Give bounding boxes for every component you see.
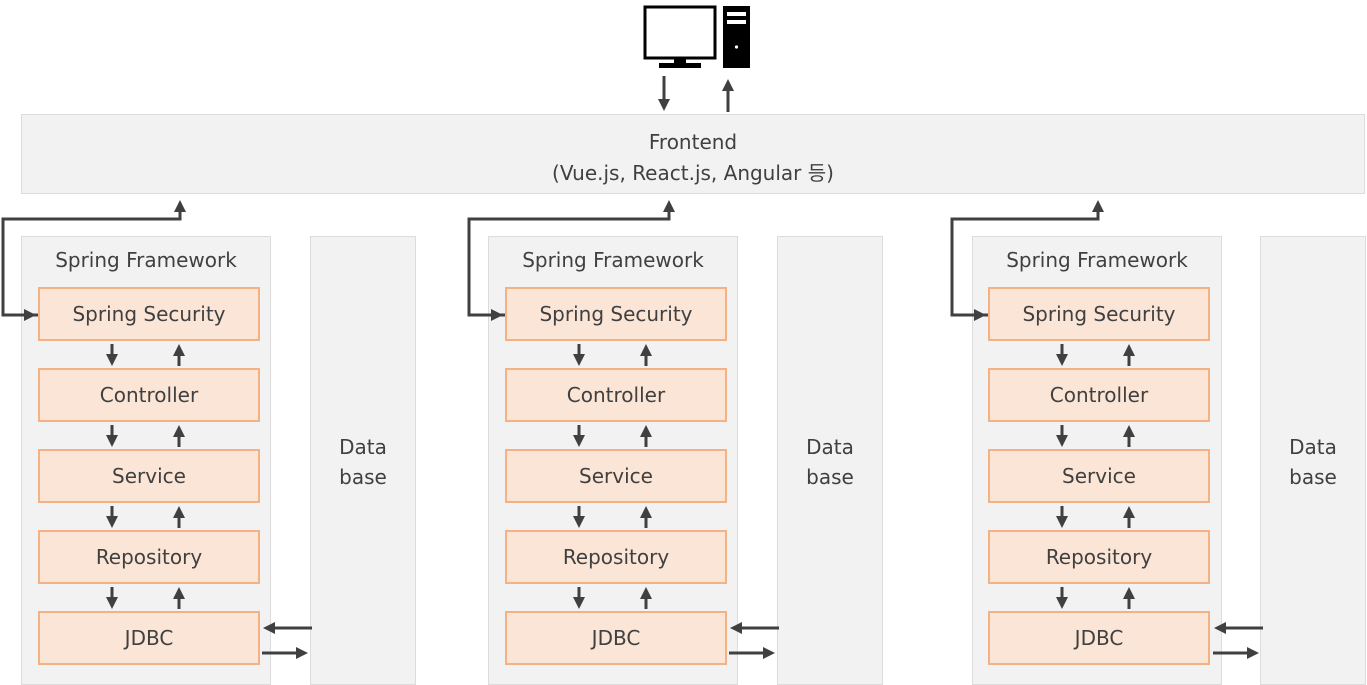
database-label-line2: base: [339, 465, 387, 489]
computer-tower-icon: [723, 6, 750, 68]
layer-service: Service: [505, 449, 727, 503]
database-label-line2: base: [1289, 465, 1337, 489]
layer-service: Service: [38, 449, 260, 503]
layer-controller: Controller: [988, 368, 1210, 422]
framework-title: Spring Framework: [55, 248, 237, 272]
layer-controller: Controller: [505, 368, 727, 422]
layer-jdbc: JDBC: [505, 611, 727, 665]
monitor-icon: [643, 5, 717, 68]
database-panel: Data base: [310, 236, 416, 685]
database-label-line1: Data: [339, 435, 387, 459]
layer-repository: Repository: [505, 530, 727, 584]
database-panel: Data base: [777, 236, 883, 685]
layer-jdbc: JDBC: [38, 611, 260, 665]
arrow-to-frontend: [950, 200, 1104, 317]
frontend-panel: Frontend (Vue.js, React.js, Angular 등): [21, 114, 1365, 194]
layer-spring-security: Spring Security: [988, 287, 1210, 341]
database-label-line1: Data: [806, 435, 854, 459]
layer-repository: Repository: [988, 530, 1210, 584]
layer-spring-security: Spring Security: [38, 287, 260, 341]
layer-spring-security: Spring Security: [505, 287, 727, 341]
frontend-subtitle: (Vue.js, React.js, Angular 등): [552, 161, 834, 185]
frontend-title: Frontend: [648, 130, 738, 154]
database-label-line1: Data: [1289, 435, 1337, 459]
layer-jdbc: JDBC: [988, 611, 1210, 665]
arrow-to-frontend: [1, 200, 186, 317]
arrow-to-frontend: [467, 200, 675, 317]
framework-title: Spring Framework: [522, 248, 704, 272]
framework-title: Spring Framework: [1006, 248, 1188, 272]
database-panel: Data base: [1260, 236, 1366, 685]
layer-service: Service: [988, 449, 1210, 503]
layer-controller: Controller: [38, 368, 260, 422]
database-label-line2: base: [806, 465, 854, 489]
layer-repository: Repository: [38, 530, 260, 584]
